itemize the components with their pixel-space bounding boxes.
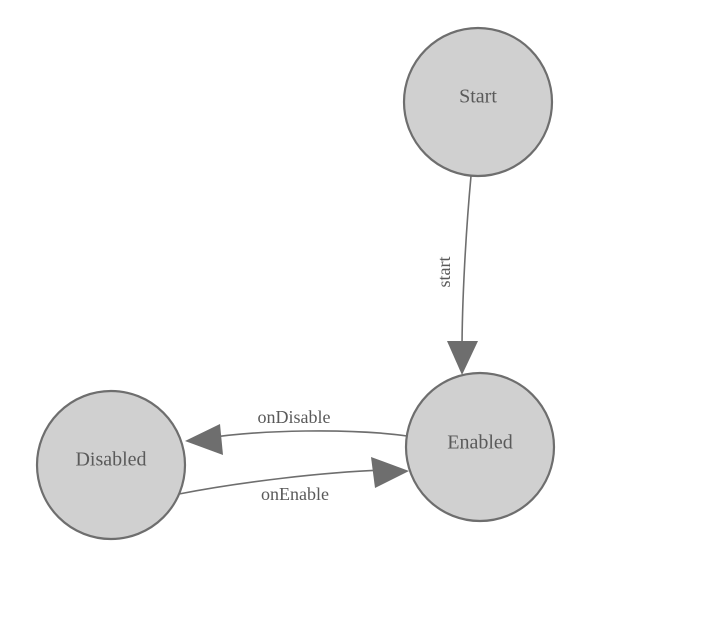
edge-enabled-to-disabled[interactable]: onDisable xyxy=(185,407,408,455)
edge-disabled-to-enabled-path xyxy=(178,469,386,495)
edge-disabled-to-enabled-arrowhead xyxy=(371,457,409,488)
state-node-start-label: Start xyxy=(459,86,497,108)
edge-start-to-enabled-path xyxy=(461,175,472,353)
state-node-enabled[interactable]: Enabled xyxy=(404,371,556,523)
state-node-enabled-label: Enabled xyxy=(447,432,513,454)
edge-label-ondisable: onDisable xyxy=(258,407,331,427)
state-node-enabled-circle xyxy=(404,371,556,523)
edge-enabled-to-disabled-arrowhead xyxy=(185,424,223,455)
edge-start-to-enabled-arrowhead xyxy=(447,341,478,375)
edge-disabled-to-enabled[interactable]: onEnable xyxy=(178,457,409,504)
edge-start-to-enabled[interactable]: start xyxy=(434,175,478,375)
state-node-disabled-circle xyxy=(35,389,187,541)
state-node-disabled-label: Disabled xyxy=(75,449,146,471)
state-node-disabled[interactable]: Disabled xyxy=(35,389,187,541)
edge-label-onenable: onEnable xyxy=(261,484,329,504)
edge-enabled-to-disabled-path xyxy=(207,430,408,439)
edge-label-start: start xyxy=(434,257,454,288)
state-node-start-circle xyxy=(402,26,554,178)
state-node-start[interactable]: Start xyxy=(402,26,554,178)
